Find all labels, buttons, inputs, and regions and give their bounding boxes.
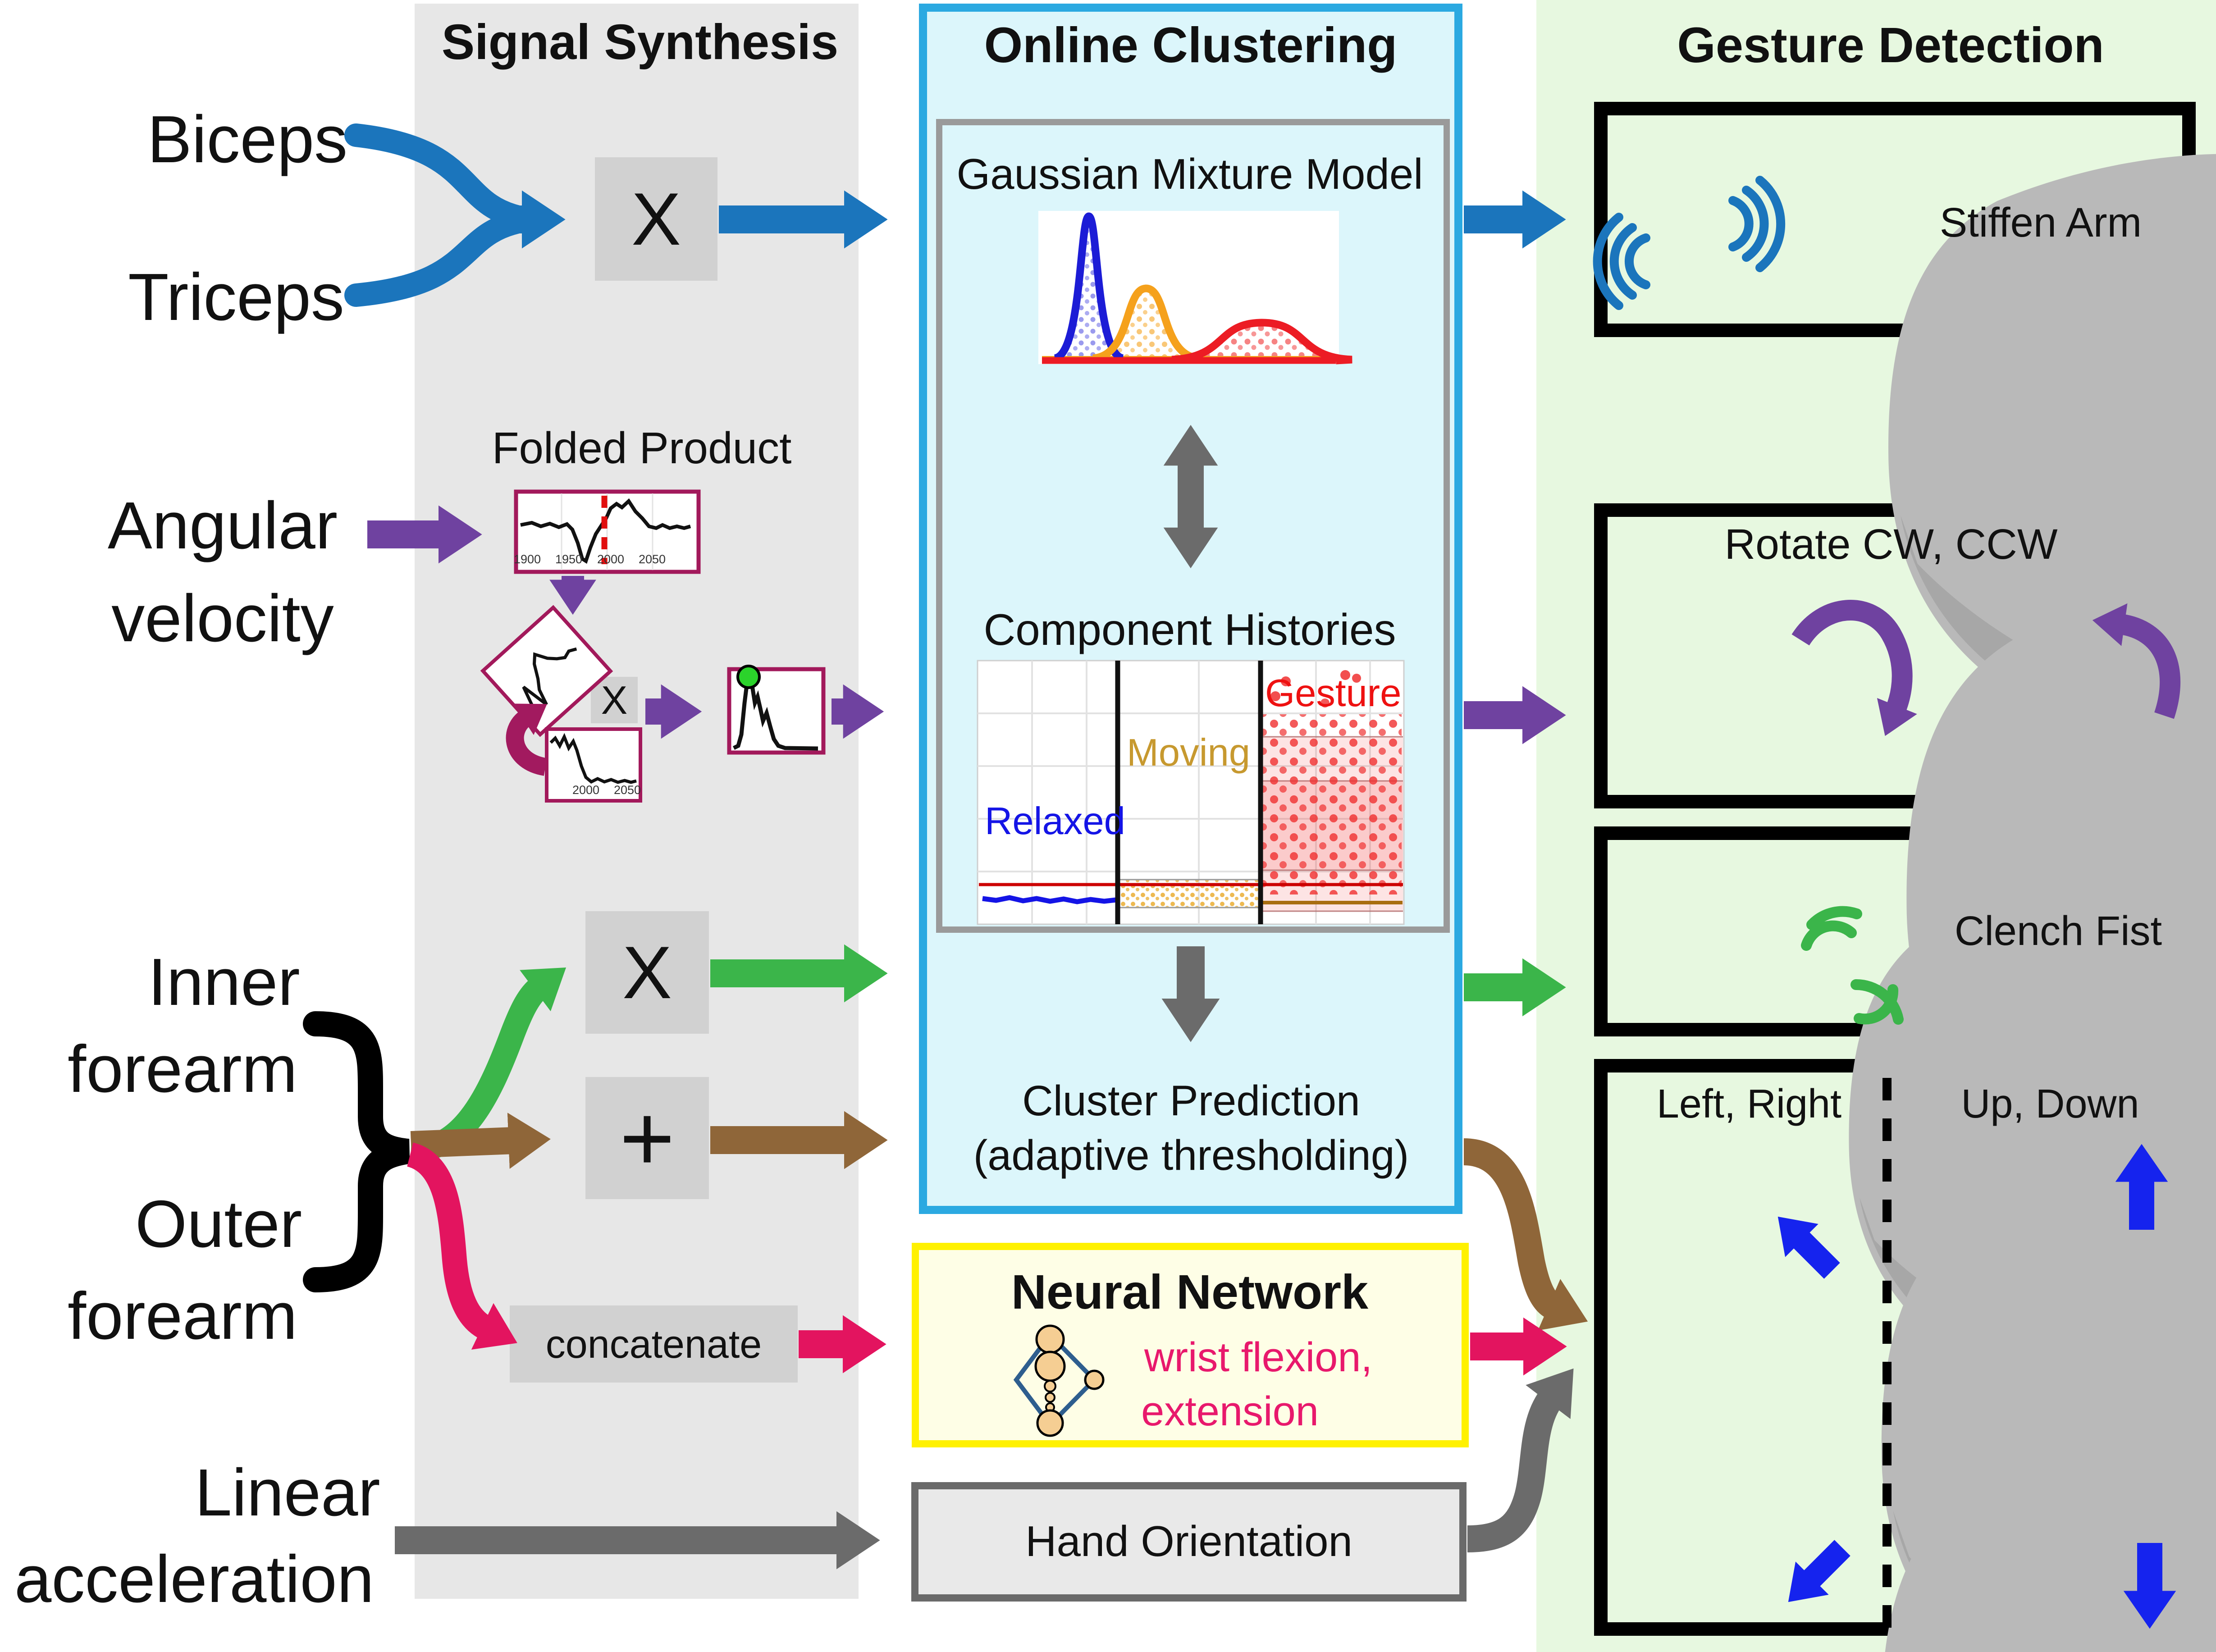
add-label: + bbox=[619, 1085, 675, 1191]
online-clustering-title: Online Clustering bbox=[984, 18, 1398, 73]
multiply-forearm-label: X bbox=[622, 931, 672, 1014]
outer-forearm-line2: forearm bbox=[68, 1279, 297, 1353]
gmm-histories-inner-box bbox=[936, 119, 1450, 933]
folded-input-tick-3: 2000 bbox=[597, 552, 625, 566]
biceps-label: Biceps bbox=[147, 102, 348, 177]
multiply-forearm-box: X bbox=[585, 911, 709, 1034]
clench-fist-label: Clench Fist bbox=[1954, 908, 2162, 954]
folded-product-title: Folded Product bbox=[492, 423, 792, 473]
concatenate-label: concatenate bbox=[545, 1321, 762, 1366]
cluster-prediction-line1: Cluster Prediction bbox=[1022, 1077, 1360, 1125]
triceps-label: Triceps bbox=[128, 260, 344, 334]
outer-forearm-line1: Outer bbox=[135, 1187, 302, 1261]
component-histories-title: Component Histories bbox=[983, 605, 1396, 654]
folded-lower-tick-2: 2050 bbox=[613, 783, 641, 797]
inner-forearm-line1: Inner bbox=[148, 945, 300, 1019]
left-right-label: Left, Right bbox=[1656, 1082, 1842, 1127]
directions-panel bbox=[1594, 1059, 2193, 1636]
gmm-title: Gaussian Mixture Model bbox=[956, 150, 1423, 198]
angular-velocity-line1: Angular bbox=[107, 488, 338, 563]
concatenate-box: concatenate bbox=[510, 1305, 798, 1383]
folded-input-tick-2: 1950 bbox=[555, 552, 583, 566]
folded-input-tick-1: 1900 bbox=[513, 552, 541, 566]
signal-synthesis-title: Signal Synthesis bbox=[441, 14, 839, 70]
angular-velocity-line2: velocity bbox=[111, 581, 334, 656]
add-box: + bbox=[585, 1077, 709, 1199]
linear-acceleration-line2: acceleration bbox=[14, 1542, 375, 1616]
multiply-emg-box: X bbox=[595, 157, 717, 281]
rotate-label: Rotate CW, CCW bbox=[1724, 520, 2058, 568]
forearm-brace bbox=[303, 1011, 410, 1292]
folded-input-tick-4: 2050 bbox=[638, 552, 666, 566]
hand-orientation-box bbox=[911, 1482, 1467, 1602]
multiply-small-label: X bbox=[601, 677, 628, 722]
multiply-emg-label: X bbox=[631, 177, 681, 260]
neural-network-box bbox=[912, 1243, 1469, 1447]
nn-output-line1: wrist flexion, bbox=[1144, 1334, 1373, 1380]
nn-output-line2: extension bbox=[1141, 1388, 1319, 1434]
up-down-label: Up, Down bbox=[1961, 1082, 2139, 1127]
multiply-small-box: X bbox=[591, 677, 638, 723]
folded-lower-tick-1: 2000 bbox=[572, 783, 600, 797]
gesture-label: Gesture bbox=[1265, 672, 1402, 715]
relaxed-label: Relaxed bbox=[985, 800, 1125, 843]
stiffen-arm-label: Stiffen Arm bbox=[1939, 200, 2142, 246]
neural-network-title: Neural Network bbox=[1011, 1264, 1369, 1319]
cluster-prediction-line2: (adaptive thresholding) bbox=[973, 1132, 1409, 1179]
inner-forearm-line2: forearm bbox=[68, 1032, 297, 1106]
moving-label: Moving bbox=[1127, 731, 1251, 774]
hand-orientation-label: Hand Orientation bbox=[1025, 1517, 1352, 1565]
linear-acceleration-line1: Linear bbox=[195, 1456, 380, 1530]
gesture-detection-title: Gesture Detection bbox=[1677, 18, 2104, 73]
